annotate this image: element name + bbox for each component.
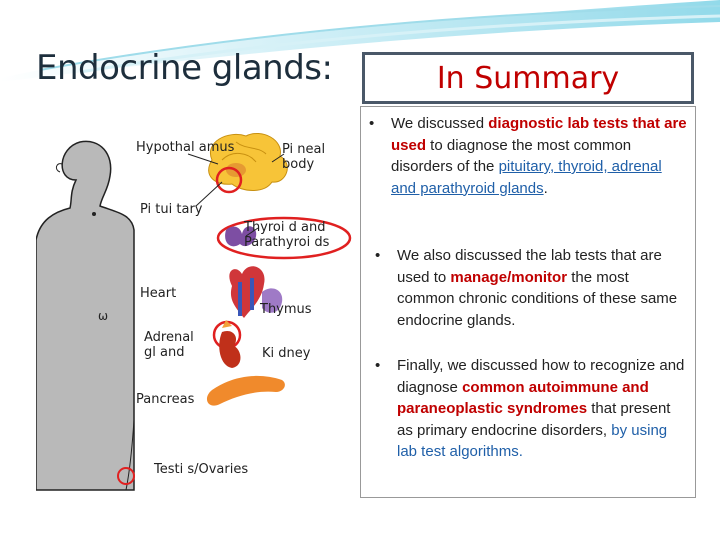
label-adrenal-gland: Adrenal gl and bbox=[144, 330, 194, 360]
bullet-1-text: We discussed diagnostic lab tests that a… bbox=[391, 115, 687, 197]
bullet-3-text: Finally, we discussed how to recognize a… bbox=[397, 357, 685, 460]
label-thymus: Thymus bbox=[260, 302, 312, 317]
bullet-2: • We also discussed the lab tests that a… bbox=[375, 245, 687, 331]
label-heart: Heart bbox=[140, 286, 177, 301]
endocrine-diagram: ω Hypothal amus Pi neal body Pi tui tary… bbox=[35, 120, 360, 496]
svg-text:ω: ω bbox=[98, 309, 108, 323]
body-illustration: ω bbox=[35, 133, 352, 491]
label-testis-ovaries: Testi s/Ovaries bbox=[154, 462, 249, 477]
label-hypothalamus: Hypothal amus bbox=[136, 140, 235, 155]
bullet-dot: • bbox=[375, 247, 381, 264]
slide-title: Endocrine glands: bbox=[36, 48, 333, 88]
bullet-3: • Finally, we discussed how to recognize… bbox=[375, 355, 689, 463]
bullet-dot: • bbox=[375, 357, 381, 374]
summary-title: In Summary bbox=[436, 60, 620, 96]
label-pineal-body: Pi neal body bbox=[282, 142, 326, 172]
brain-shape bbox=[208, 133, 288, 191]
summary-content: • We discussed diagnostic lab tests that… bbox=[360, 106, 696, 498]
bullet-dot: • bbox=[369, 115, 375, 132]
label-thyroid-parathyroid: Thyroi d and Parathyroi ds bbox=[244, 220, 330, 250]
header-swoosh bbox=[0, 0, 720, 82]
summary-title-box: In Summary bbox=[362, 52, 694, 104]
label-pancreas: Pancreas bbox=[136, 392, 195, 407]
bullet-2-text: We also discussed the lab tests that are… bbox=[397, 247, 678, 329]
body-silhouette bbox=[35, 140, 135, 491]
label-pituitary: Pi tui tary bbox=[140, 202, 203, 217]
label-kidney: Ki dney bbox=[262, 346, 311, 361]
bullet-1: • We discussed diagnostic lab tests that… bbox=[369, 113, 687, 199]
